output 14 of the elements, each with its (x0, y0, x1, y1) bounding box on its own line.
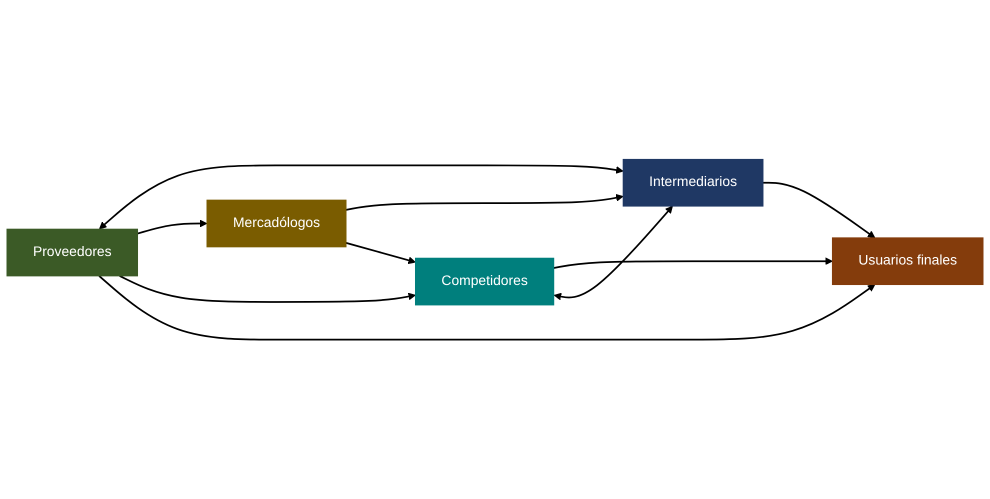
arrow (119, 275, 416, 303)
arrow (98, 275, 876, 341)
node-box: Usuarios finales (832, 237, 984, 286)
arrow (346, 194, 624, 211)
node-box: Mercadólogos (206, 200, 346, 248)
arrow (99, 164, 624, 230)
arrow (763, 182, 876, 238)
arrow (137, 220, 208, 234)
arrow (554, 257, 833, 269)
arrow (554, 206, 673, 300)
arrow (346, 242, 416, 264)
node-box: Competidores (415, 258, 554, 306)
node-box: Intermediarios (622, 158, 764, 207)
node-box: Proveedores (6, 228, 138, 276)
